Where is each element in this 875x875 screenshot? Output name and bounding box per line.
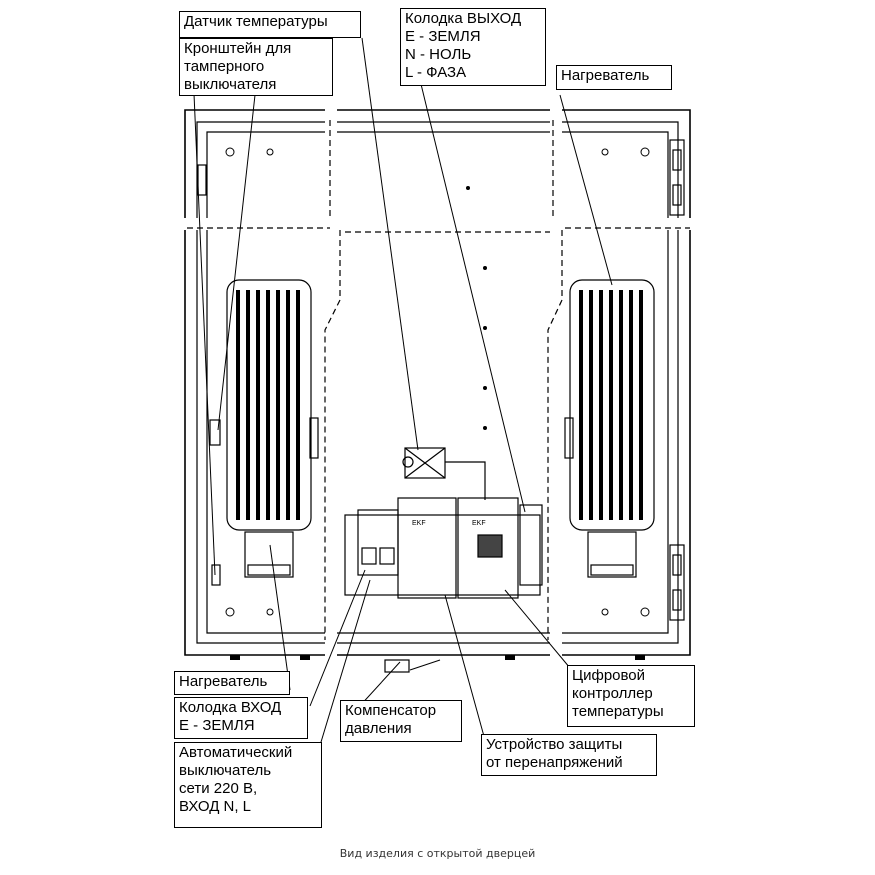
- section-line-horizontal: [187, 227, 690, 233]
- leader-lines: [191, 37, 613, 753]
- label-line: от перенапряжений: [486, 754, 623, 771]
- label-line: Датчик температуры: [184, 13, 328, 30]
- din-rail-modules: [344, 497, 543, 673]
- label-line: Нагреватель: [561, 67, 650, 84]
- cabinet-inner-frame: [196, 121, 679, 644]
- brand-label-1: EKF: [412, 520, 426, 527]
- hinge-top: [669, 139, 685, 216]
- label-line: L - ФАЗА: [405, 64, 467, 81]
- label-line: сети 220 В,: [179, 780, 258, 797]
- label-line: давления: [345, 720, 412, 737]
- label-output-block: Колодка ВЫХОД E - ЗЕМЛЯ N - НОЛЬ L - ФАЗ…: [400, 8, 546, 86]
- center-dots: [466, 186, 487, 430]
- label-heater-bottom: Нагреватель: [174, 671, 290, 695]
- cabinet-panel: [206, 131, 669, 634]
- brand-label-2: EKF: [472, 520, 486, 527]
- label-digital-controller: Цифровой контроллер температуры: [567, 665, 695, 727]
- label-line: выключатель: [179, 762, 272, 779]
- label-line: ВХОД N, L: [179, 798, 252, 815]
- label-line: Компенсатор: [345, 702, 437, 719]
- temperature-sensor: [402, 447, 486, 500]
- label-input-block: Колодка ВХОД E - ЗЕМЛЯ: [174, 697, 308, 739]
- label-heater-top: Нагреватель: [556, 65, 672, 90]
- label-line: Автоматический: [179, 744, 293, 761]
- feet: [230, 655, 645, 660]
- label-line: тамперного: [184, 58, 265, 75]
- label-line: N - НОЛЬ: [405, 46, 472, 63]
- section-line-right: [547, 120, 563, 640]
- label-line: Нагреватель: [179, 673, 268, 690]
- figure-caption: Вид изделия с открытой дверцей: [339, 847, 536, 860]
- heater-fins: [236, 290, 643, 520]
- mounting-holes: [225, 147, 650, 617]
- section-line-left: [324, 120, 341, 640]
- tamper-bracket: [197, 164, 207, 196]
- label-surge-protector: Устройство защиты от перенапряжений: [481, 734, 657, 776]
- label-line: Устройство защиты: [486, 736, 623, 753]
- label-temperature-sensor: Датчик температуры: [179, 11, 361, 38]
- heater-left: [226, 279, 312, 578]
- label-breaker: Автоматический выключатель сети 220 В, В…: [174, 742, 322, 828]
- label-line: температуры: [572, 703, 664, 720]
- label-line: контроллер: [572, 685, 653, 702]
- label-line: выключателя: [184, 76, 277, 93]
- label-tamper-bracket: Кронштейн для тамперного выключателя: [179, 38, 333, 96]
- heater-right: [569, 279, 655, 578]
- label-line: Цифровой: [572, 667, 646, 684]
- label-line: E - ЗЕМЛЯ: [405, 28, 481, 45]
- label-pressure-compensator: Компенсатор давления: [340, 700, 462, 742]
- label-line: Колодка ВЫХОД: [405, 10, 522, 27]
- label-line: E - ЗЕМЛЯ: [179, 717, 255, 734]
- label-line: Кронштейн для: [184, 40, 292, 57]
- cabinet-frame: [184, 109, 691, 656]
- hinge-bottom: [669, 544, 685, 621]
- label-line: Колодка ВХОД: [179, 699, 282, 716]
